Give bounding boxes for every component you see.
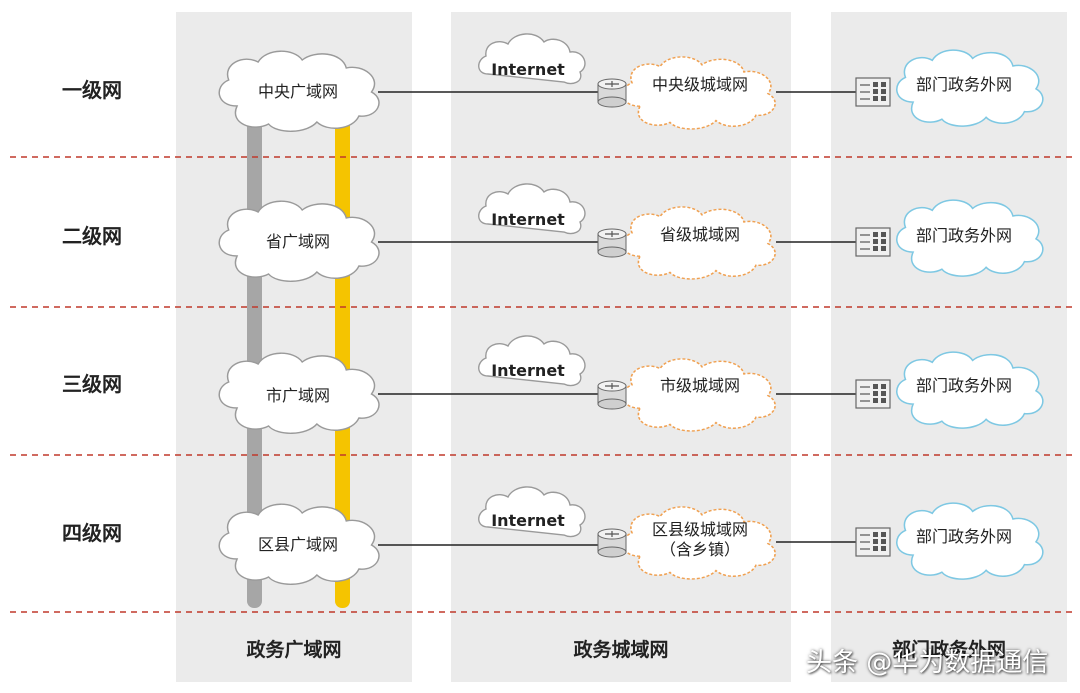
firewall-icon-block2-3-2 [881,398,886,403]
router-icon-arrows-3 [605,383,619,389]
internet-label-4: Internet [491,511,565,530]
firewall-icon-block2-1-0 [881,82,886,87]
wan-cloud-label-1: 中央广域网 [257,82,338,101]
level-label-4: 四级网 [62,521,122,545]
firewall-icon-block2-2-2 [881,246,886,251]
firewall-icon-block-4-2 [873,546,878,551]
man-cloud-line-1: 市级城域网 [659,376,740,395]
router-icon-base-2 [597,246,627,258]
wan-cloud-label-2: 省广域网 [265,232,330,251]
internet-label-1: Internet [491,60,565,79]
man-cloud-label-3: 市级城域网 [630,376,770,396]
router-icon-base-4 [597,546,627,558]
firewall-icon-block2-3-1 [881,391,886,396]
ext-cloud-label-1: 部门政务外网 [915,75,1012,94]
firewall-icon-block2-4-2 [881,546,886,551]
firewall-icon-block-2-1 [873,239,878,244]
firewall-icon-block-1-0 [873,82,878,87]
firewall-icon-block-2-0 [873,232,878,237]
firewall-icon-block-4-0 [873,532,878,537]
firewall-icon-block2-3-0 [881,384,886,389]
router-icon-arrows-1 [605,81,619,87]
man-cloud-label-1: 中央级城域网 [630,75,770,95]
column-title-man: 政务城域网 [573,639,669,661]
level-label-3: 三级网 [62,372,122,396]
firewall-icon-block2-1-1 [881,89,886,94]
level-label-2: 二级网 [62,224,122,248]
firewall-icon-block-3-1 [873,391,878,396]
internet-label-2: Internet [491,210,565,229]
firewall-icon-block2-4-1 [881,539,886,544]
firewall-icon-block-3-0 [873,384,878,389]
man-cloud-line-1: 区县级城域网 [651,520,748,539]
level-label-1: 一级网 [62,78,122,102]
internet-label-3: Internet [491,361,565,380]
router-icon-arrows-4 [605,531,619,537]
firewall-icon-block-4-1 [873,539,878,544]
router-icon-base-1 [597,96,627,108]
man-cloud-line-1: 中央级城域网 [651,75,748,94]
firewall-icon-block2-1-2 [881,96,886,101]
wan-cloud-label-3: 市广域网 [265,386,330,405]
man-cloud-label-4: 区县级城域网 （含乡镇） [630,520,770,560]
watermark: 头条 @华为数据通信 [806,648,1049,678]
man-cloud-label-2: 省级城域网 [630,225,770,245]
firewall-icon-block-3-2 [873,398,878,403]
firewall-icon-block-1-2 [873,96,878,101]
ext-cloud-label-4: 部门政务外网 [915,527,1012,546]
firewall-icon-block-2-2 [873,246,878,251]
firewall-icon-block2-2-0 [881,232,886,237]
column-title-wan: 政务广域网 [246,639,342,661]
column-title-ext: 部门政务外网 [891,639,1006,661]
ext-cloud-label-3: 部门政务外网 [915,376,1012,395]
man-cloud-line-2: （含乡镇） [659,540,740,559]
router-icon-arrows-2 [605,231,619,237]
man-cloud-line-1: 省级城域网 [659,225,740,244]
firewall-icon-block2-2-1 [881,239,886,244]
ext-cloud-label-2: 部门政务外网 [915,226,1012,245]
wan-cloud-label-4: 区县广域网 [257,535,338,554]
router-icon-base-3 [597,398,627,410]
firewall-icon-block-1-1 [873,89,878,94]
firewall-icon-block2-4-0 [881,532,886,537]
